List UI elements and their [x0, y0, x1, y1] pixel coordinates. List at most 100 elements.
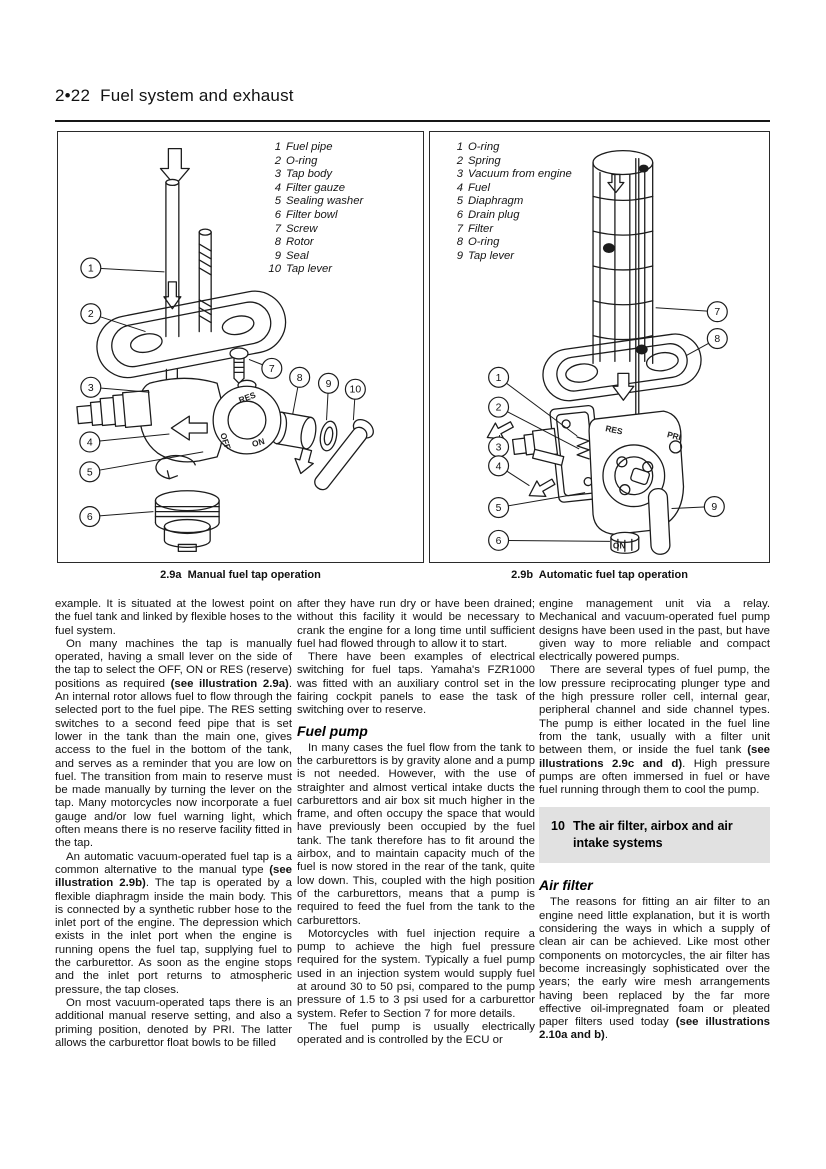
callout-leader: [89, 511, 154, 518]
subheading: Air filter: [539, 877, 593, 894]
callout-7: 7: [706, 301, 728, 323]
paragraph: engine management unit via a relay. Mech…: [539, 598, 770, 664]
screw-drawing: [229, 347, 249, 384]
paragraph: On many machines the tap is manually ope…: [55, 637, 293, 850]
reserve-pipe-drawing: [198, 228, 212, 333]
svg-text:9: 9: [326, 379, 332, 390]
hose-spigot-drawing: [76, 389, 153, 429]
dial-drawing: RES OFF ON: [212, 379, 282, 455]
filter-bowl-drawing: [154, 490, 220, 553]
callout-6: 6: [79, 506, 101, 528]
paragraph: There have been examples of electrical s…: [297, 651, 535, 717]
callout-4: 4: [79, 431, 101, 453]
figure-caption: 2.9a Manual fuel tap operation: [160, 569, 321, 581]
paragraph: The reasons for fitting an air filter to…: [539, 896, 770, 1042]
fuel-flow-arrow: [159, 147, 190, 187]
dial-on-label: ON: [251, 436, 266, 449]
vacuum-spigot-drawing: [511, 427, 559, 458]
callout-leader: [89, 433, 170, 443]
fuel-flow-arrow: [612, 372, 635, 401]
callout-8: 8: [289, 366, 311, 388]
callout-8: 8: [706, 328, 728, 350]
paragraph: There are several types of fuel pump, th…: [539, 664, 770, 797]
header-rule: [55, 120, 770, 122]
spring-drawing: [576, 436, 590, 460]
svg-text:5: 5: [496, 503, 502, 514]
svg-text:1: 1: [496, 373, 502, 384]
text-column-3: engine management unit via a relay. Mech…: [539, 598, 770, 1043]
callout-2: 2: [488, 396, 510, 418]
callout-10: 10: [344, 378, 366, 400]
text-column-2: after they have run dry or have been dra…: [297, 598, 535, 1048]
callout-1: 1: [488, 366, 510, 388]
svg-text:6: 6: [87, 512, 93, 523]
callout-3: 3: [80, 376, 102, 398]
svg-text:6: 6: [496, 536, 502, 547]
callout-1: 1: [80, 257, 102, 279]
chapter-title: Fuel system and exhaust: [100, 86, 294, 105]
callout-leader: [498, 406, 580, 450]
figure-2-9b-box: RES PRI ON: [429, 131, 770, 563]
text-column-1: example. It is situated at the lowest po…: [55, 598, 292, 1050]
section-title: The air filter, airbox and air intake sy…: [573, 819, 733, 851]
paragraph: An automatic vacuum-operated fuel tap is…: [55, 850, 292, 996]
seal-drawing: [319, 420, 338, 452]
body-res-label: RES: [605, 423, 624, 436]
paragraph: example. It is situated at the lowest po…: [55, 598, 292, 637]
svg-text:5: 5: [87, 467, 93, 478]
callout-6: 6: [488, 529, 510, 551]
svg-text:9: 9: [711, 502, 717, 513]
paragraph: after they have run dry or have been dra…: [297, 598, 535, 650]
svg-text:3: 3: [496, 442, 502, 453]
svg-text:8: 8: [714, 334, 720, 345]
paragraph: The fuel pump is usually electrically op…: [297, 1020, 535, 1047]
flow-arrow-small: [294, 447, 314, 475]
callout-9: 9: [317, 372, 340, 394]
body-pri-label: PRI: [666, 429, 682, 442]
callout-leader: [89, 451, 204, 473]
svg-text:10: 10: [350, 385, 362, 396]
callout-5: 5: [79, 461, 101, 483]
svg-text:7: 7: [269, 364, 275, 375]
dial-off-label: OFF: [218, 432, 233, 451]
paragraph: In many cases the fuel flow from the tan…: [297, 741, 535, 927]
paragraph: Motorcycles with fuel injection require …: [297, 927, 535, 1020]
callout-leader: [498, 376, 578, 437]
page-number: 2•22: [55, 86, 91, 105]
tap-lever-drawing: [314, 418, 374, 491]
flange-drawing: [96, 290, 287, 379]
svg-text:8: 8: [297, 373, 303, 384]
svg-text:4: 4: [87, 437, 93, 448]
vacuum-pipe-drawing: [531, 448, 565, 466]
callout-9: 9: [703, 496, 725, 518]
page-header: 2•22 Fuel system and exhaust: [55, 86, 294, 106]
callout-5: 5: [488, 497, 510, 519]
fuel-arrow: [528, 478, 556, 498]
callout-7: 7: [261, 357, 283, 379]
svg-text:7: 7: [714, 307, 720, 318]
subheading: Fuel pump: [297, 722, 368, 739]
svg-text:3: 3: [88, 383, 94, 394]
filter-tower-drawing: [592, 150, 654, 432]
figure-caption: 2.9b Automatic fuel tap operation: [511, 569, 688, 581]
